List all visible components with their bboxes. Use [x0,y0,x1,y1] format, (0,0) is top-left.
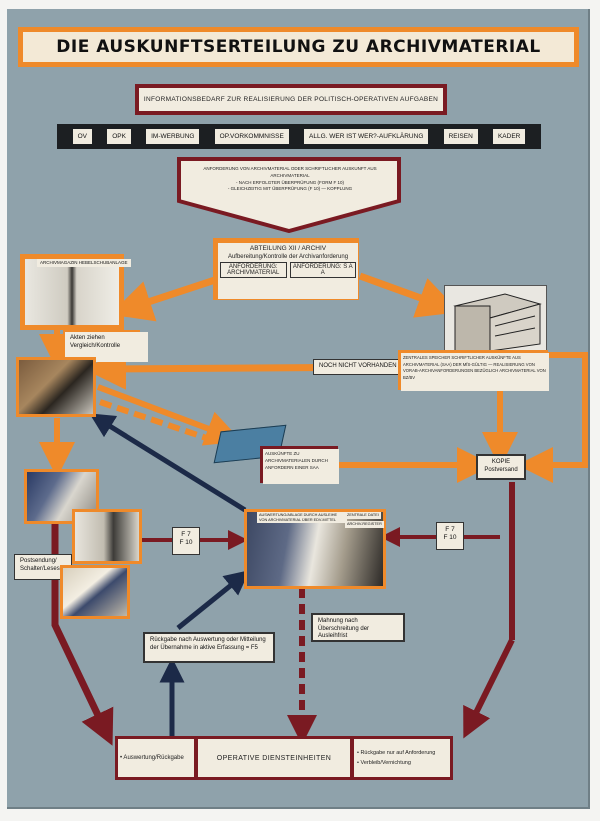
saa-text: AUSKÜNFTE ZU ARCHIVMATERIALEN DURCH ANFO… [263,449,339,484]
edv-caption: AUSWERTUNG/ABLAGE DURCH AUSLEIHE VON ARC… [257,512,347,524]
anforderung-archivmaterial: ANFORDERUNG: ARCHIVMATERIAL [220,262,287,278]
archive-shelves-photo [25,259,119,325]
bottom-right-text-1: • Rückgabe nur auf Anforderung [357,750,436,756]
rueckgabe-box: Rückgabe nach Auswertung oder Mitteilung… [143,632,275,663]
request-line-1: ANFORDERUNG VON ARCHIVMATERIAL ODER SCHR… [203,166,377,178]
anforderung-saa: ANFORDERUNG: S A A [289,262,356,278]
bottom-right-text-2: • Verbleib/Vernichtung [357,760,411,766]
abteilung-heading: ABTEILUNG XII / ARCHIV [249,245,327,252]
worker-photo-frame [16,357,96,417]
info-banner-frame: INFORMATIONSBEDARF ZUR REALISIERUNG DER … [135,84,447,115]
reading-room-photo [63,568,127,616]
category-ov: OV [72,129,92,144]
saa-frame: AUSKÜNFTE ZU ARCHIVMATERIALEN DURCH ANFO… [260,446,339,484]
bottom-left-text: • Auswertung/Rückgabe [118,739,194,777]
card-cabinet-drawing [444,285,547,355]
poster-title: DIE AUSKUNFTSERTEILUNG ZU ARCHIVMATERIAL [23,32,574,62]
bottom-right-box: • Rückgabe nur auf Anforderung • Verblei… [354,739,450,777]
info-banner: INFORMATIONSBEDARF ZUR REALISIERUNG DER … [139,88,443,111]
central-store-text: ZENTRALES SPEICHER SCHRIFTLICHER AUSKÜNF… [401,353,549,391]
abteilung-subheading: Aufbereitung/Kontrolle der Archivanforde… [227,254,349,260]
edv-tag-1: ZENTRALE DATEI [345,512,381,519]
f7-f10-right: F 7 F 10 [436,522,464,550]
archive-label: ARCHIVMAGAZIN HEBELSCHUBANLAGE [37,259,131,267]
desk-photo-2 [75,512,139,561]
desk-photo-frame-2 [72,509,142,564]
category-reisen: REISEN [443,129,478,144]
abteilung-box: ABTEILUNG XII / ARCHIV Aufbereitung/Kont… [218,243,358,299]
operative-frame: • Auswertung/Rückgabe OPERATIVE DIENSTEI… [115,736,453,780]
arrow-kopie-to-bottom [463,638,515,739]
category-kader: KADER [492,129,526,144]
f7-f10-left: F 7 F 10 [172,527,200,555]
request-line-2: - NACH ERFOLGTER ÜBERPRÜFUNG (FORM F 10) [235,179,344,185]
cabinet-icon [453,293,542,352]
category-vorkommnisse: OP.VORKOMMNISSE [214,129,289,144]
request-line-3: - GLEICHZEITIG MIT ÜBERPRÜFUNG (F 10) — … [227,186,353,192]
edv-tag-2: ARCHIV-REGISTER [345,521,384,528]
abteilung-frame: ABTEILUNG XII / ARCHIV Aufbereitung/Kont… [213,238,359,300]
operative-dienst-label: OPERATIVE DIENSTEINHEITEN [198,739,350,777]
arrow-dashed-book [99,399,231,449]
noch-nicht-label: NOCH NICHT VORHANDEN [313,359,403,375]
archive-worker-photo [19,360,93,414]
request-funnel [177,157,401,233]
arrow-navy-diag [176,570,250,630]
poster-title-frame: DIE AUSKUNFTSERTEILUNG ZU ARCHIVMATERIAL [18,27,579,67]
arrow-to-archive [110,276,217,322]
arrow-navy-return [89,413,247,513]
category-im-werbung: IM-WERBUNG [146,129,200,144]
central-store-frame: ZENTRALES SPEICHER SCHRIFTLICHER AUSKÜNF… [398,350,549,391]
kopie-box: KOPIE Postversand [476,454,526,480]
arrow-to-saa [358,272,460,318]
arrow-right-loop [517,352,588,483]
request-text: ANFORDERUNG VON ARCHIVMATERIAL ODER SCHR… [200,166,380,193]
category-wer-ist-wer: ALLG. WER IST WER?-AUFKLÄRUNG [304,129,429,144]
archive-photo-frame [20,254,124,330]
mahnung-box: Mahnung nach Überschreitung der Ausleihf… [311,613,405,642]
akten-frame: Akten ziehen Vergleich/Kontrolle [63,330,148,362]
category-bar: OV OPK IM-WERBUNG OP.VORKOMMNISSE ALLG. … [57,124,541,149]
desk-photo-frame-3 [60,565,130,619]
category-opk: OPK [107,129,131,144]
arrow-to-book [96,384,242,446]
